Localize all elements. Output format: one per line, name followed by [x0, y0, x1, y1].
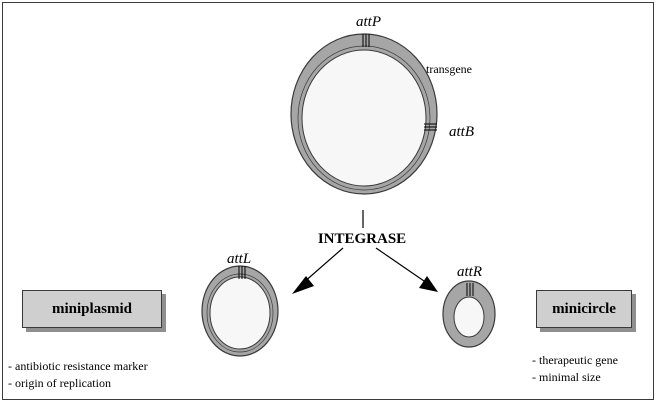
parent-plasmid — [290, 33, 438, 195]
attl-site-marker — [238, 266, 246, 279]
minicircle-box: minicircle — [536, 290, 632, 328]
minicircle-title: minicircle — [552, 300, 616, 317]
transgene-label: transgene — [426, 62, 472, 76]
minicircle-note-size: - minimal size — [532, 370, 601, 384]
attb-site-marker — [424, 123, 437, 131]
parent-plasmid-inner — [301, 49, 427, 187]
attr-label: attR — [457, 264, 482, 280]
attp-site-marker — [362, 34, 370, 47]
minicircle-notes: - therapeutic gene - minimal size — [532, 352, 618, 386]
arrow-to-miniplasmid — [292, 247, 344, 294]
miniplasmid-notes: - antibiotic resistance marker - origin … — [8, 358, 148, 392]
attp-label: attP — [356, 14, 381, 30]
miniplasmid-box: miniplasmid — [22, 290, 162, 328]
minicircle-inner — [453, 296, 485, 338]
miniplasmid-product — [201, 265, 279, 357]
minicircle-note-therapeutic: - therapeutic gene — [532, 353, 618, 367]
miniplasmid-inner — [209, 276, 271, 350]
attr-site-marker — [466, 283, 474, 296]
miniplasmid-note-origin: - origin of replication — [8, 376, 111, 390]
miniplasmid-note-resistance: - antibiotic resistance marker — [8, 359, 148, 373]
parent-plasmid-strand — [297, 45, 431, 191]
integrase-label: INTEGRASE — [318, 231, 406, 247]
miniplasmid-title: miniplasmid — [51, 300, 133, 317]
attb-label: attB — [449, 124, 474, 140]
attl-label: attL — [227, 251, 251, 267]
minicircle-product — [442, 280, 496, 348]
arrow-to-minicircle — [375, 247, 438, 292]
miniplasmid-strand — [206, 273, 274, 353]
